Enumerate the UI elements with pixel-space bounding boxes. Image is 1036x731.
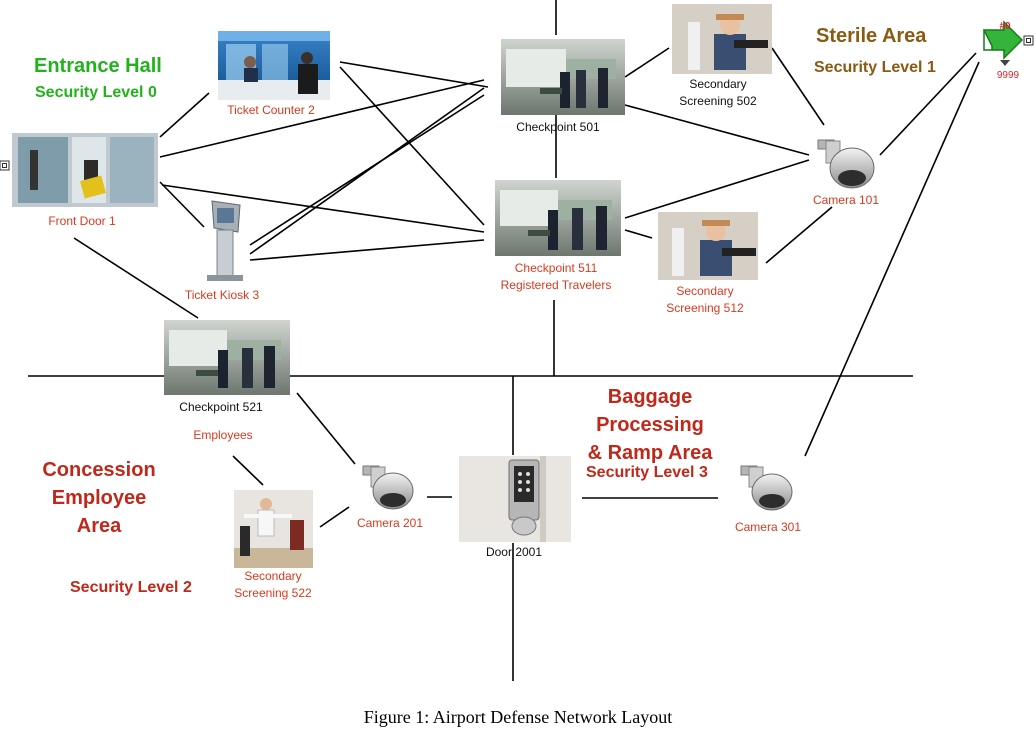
checkpoint-501-photo[interactable] [501, 39, 625, 115]
entrance-hall-level: Security Level 0 [35, 84, 157, 101]
checkpoint-521-photo[interactable] [164, 320, 290, 395]
door-2001-photo[interactable] [459, 456, 571, 542]
baggage-title-line2: Processing [596, 414, 704, 436]
camera-101-icon[interactable] [817, 139, 875, 189]
ticket-counter-photo[interactable] [218, 31, 330, 100]
ticket-counter-label: Ticket Counter 2 [227, 103, 315, 117]
entrance-hall-title: Entrance Hall [34, 55, 162, 77]
baggage-title-line3: & Ramp Area [587, 442, 713, 464]
concession-title-line2: Employee [51, 487, 147, 509]
ticket-kiosk-photo[interactable] [207, 200, 243, 281]
exit-id-label: 9999 [996, 70, 1020, 81]
employees-label: Employees [193, 428, 253, 442]
secondary-512-photo[interactable] [658, 212, 758, 280]
checkpoint-501-label: Checkpoint 501 [516, 120, 600, 134]
sterile-area-title: Sterile Area [816, 25, 927, 47]
secondary-502-line1: Secondary [689, 77, 747, 91]
figure-caption: Figure 1: Airport Defense Network Layout [363, 707, 673, 727]
exit-arrow-icon[interactable] [982, 20, 1034, 66]
checkpoint-511-photo[interactable] [495, 180, 621, 256]
ticket-kiosk-label: Ticket Kiosk 3 [184, 288, 260, 302]
exit-badge-label: #0 [999, 21, 1011, 32]
checkpoint-511-line1: Checkpoint 511 [514, 261, 598, 275]
camera-201-label: Camera 201 [356, 516, 424, 530]
concession-title-line1: Concession [42, 459, 156, 481]
secondary-522-label: Secondary Screening 522 [223, 568, 323, 602]
door-2001-label: Door 2001 [485, 545, 543, 559]
camera-201-icon[interactable] [362, 465, 414, 510]
secondary-512-line2: Screening 512 [666, 301, 744, 315]
camera-301-label: Camera 301 [734, 520, 802, 534]
concession-title-line3: Area [76, 515, 122, 537]
secondary-522-line1: Secondary [244, 569, 302, 583]
secondary-502-label: Secondary Screening 502 [668, 76, 768, 110]
front-door-label: Front Door 1 [48, 214, 116, 228]
secondary-502-line2: Screening 502 [679, 94, 757, 108]
baggage-area-title: Baggage Processing & Ramp Area [578, 383, 722, 467]
front-door-photo[interactable] [0, 133, 158, 207]
baggage-area-level: Security Level 3 [586, 464, 708, 481]
secondary-512-label: Secondary Screening 512 [655, 283, 755, 317]
checkpoint-511-label: Checkpoint 511 Registered Travelers [486, 260, 626, 294]
secondary-522-line2: Screening 522 [234, 586, 312, 600]
camera-301-icon[interactable] [740, 465, 793, 511]
concession-area-level: Security Level 2 [70, 579, 192, 596]
baggage-title-line1: Baggage [607, 386, 693, 408]
secondary-522-photo[interactable] [234, 490, 313, 568]
secondary-512-line1: Secondary [676, 284, 734, 298]
secondary-502-photo[interactable] [672, 4, 772, 74]
checkpoint-521-label: Checkpoint 521 [179, 400, 263, 414]
camera-101-label: Camera 101 [812, 193, 880, 207]
network-links [73, 47, 980, 528]
sterile-area-level: Security Level 1 [814, 59, 936, 76]
concession-area-title: Concession Employee Area [28, 456, 170, 540]
checkpoint-511-line2: Registered Travelers [500, 278, 612, 292]
